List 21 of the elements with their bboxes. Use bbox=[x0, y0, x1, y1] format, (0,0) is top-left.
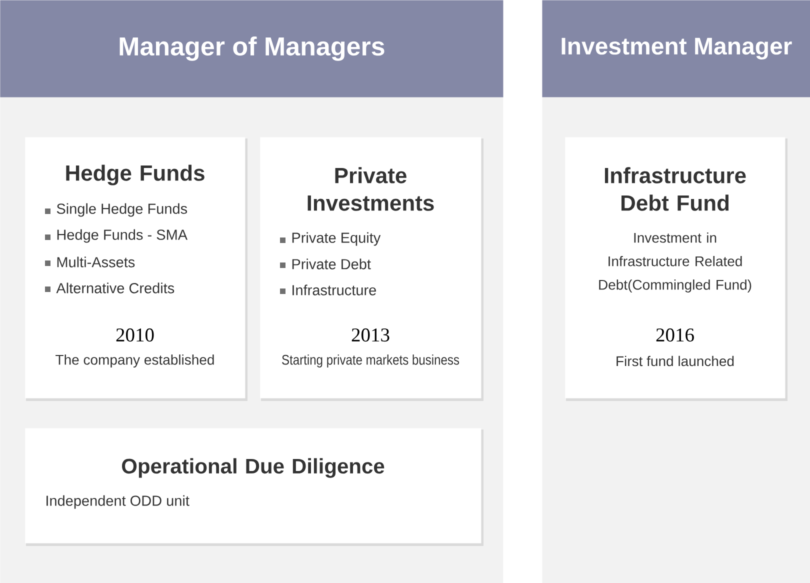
heading-band: Manager of Managers bbox=[0, 0, 504, 98]
list-item: Hedge Funds - SMA bbox=[57, 229, 188, 243]
card-title: Infrastructure Debt Fund bbox=[604, 167, 746, 211]
year-label: 2010 bbox=[116, 328, 154, 342]
caption-text: First fund launched bbox=[616, 356, 734, 366]
caption-text: The company established bbox=[56, 354, 214, 368]
heading-band: Investment Manager bbox=[542, 0, 810, 98]
list-item: Private Equity bbox=[292, 232, 381, 246]
list-item: Single Hedge Funds bbox=[56, 203, 188, 217]
year-label: 2013 bbox=[352, 328, 390, 342]
card-title: Hedge Funds bbox=[66, 164, 204, 186]
card-title: Private Investments bbox=[308, 167, 434, 211]
list-item: Infrastructure bbox=[292, 284, 376, 296]
list-item: Alternative Credits bbox=[56, 282, 174, 294]
list-item: Multi-Assets bbox=[57, 256, 135, 268]
card-title: Operational Due Diligence bbox=[122, 458, 384, 478]
description: Investment in Infrastructure Related Debt(Commingled Fund) bbox=[599, 232, 752, 293]
year-label: 2016 bbox=[656, 328, 694, 342]
caption-text: Starting private markets business bbox=[282, 354, 460, 368]
description: Independent ODD unit bbox=[46, 495, 190, 509]
list-item: Private Debt bbox=[292, 258, 371, 270]
